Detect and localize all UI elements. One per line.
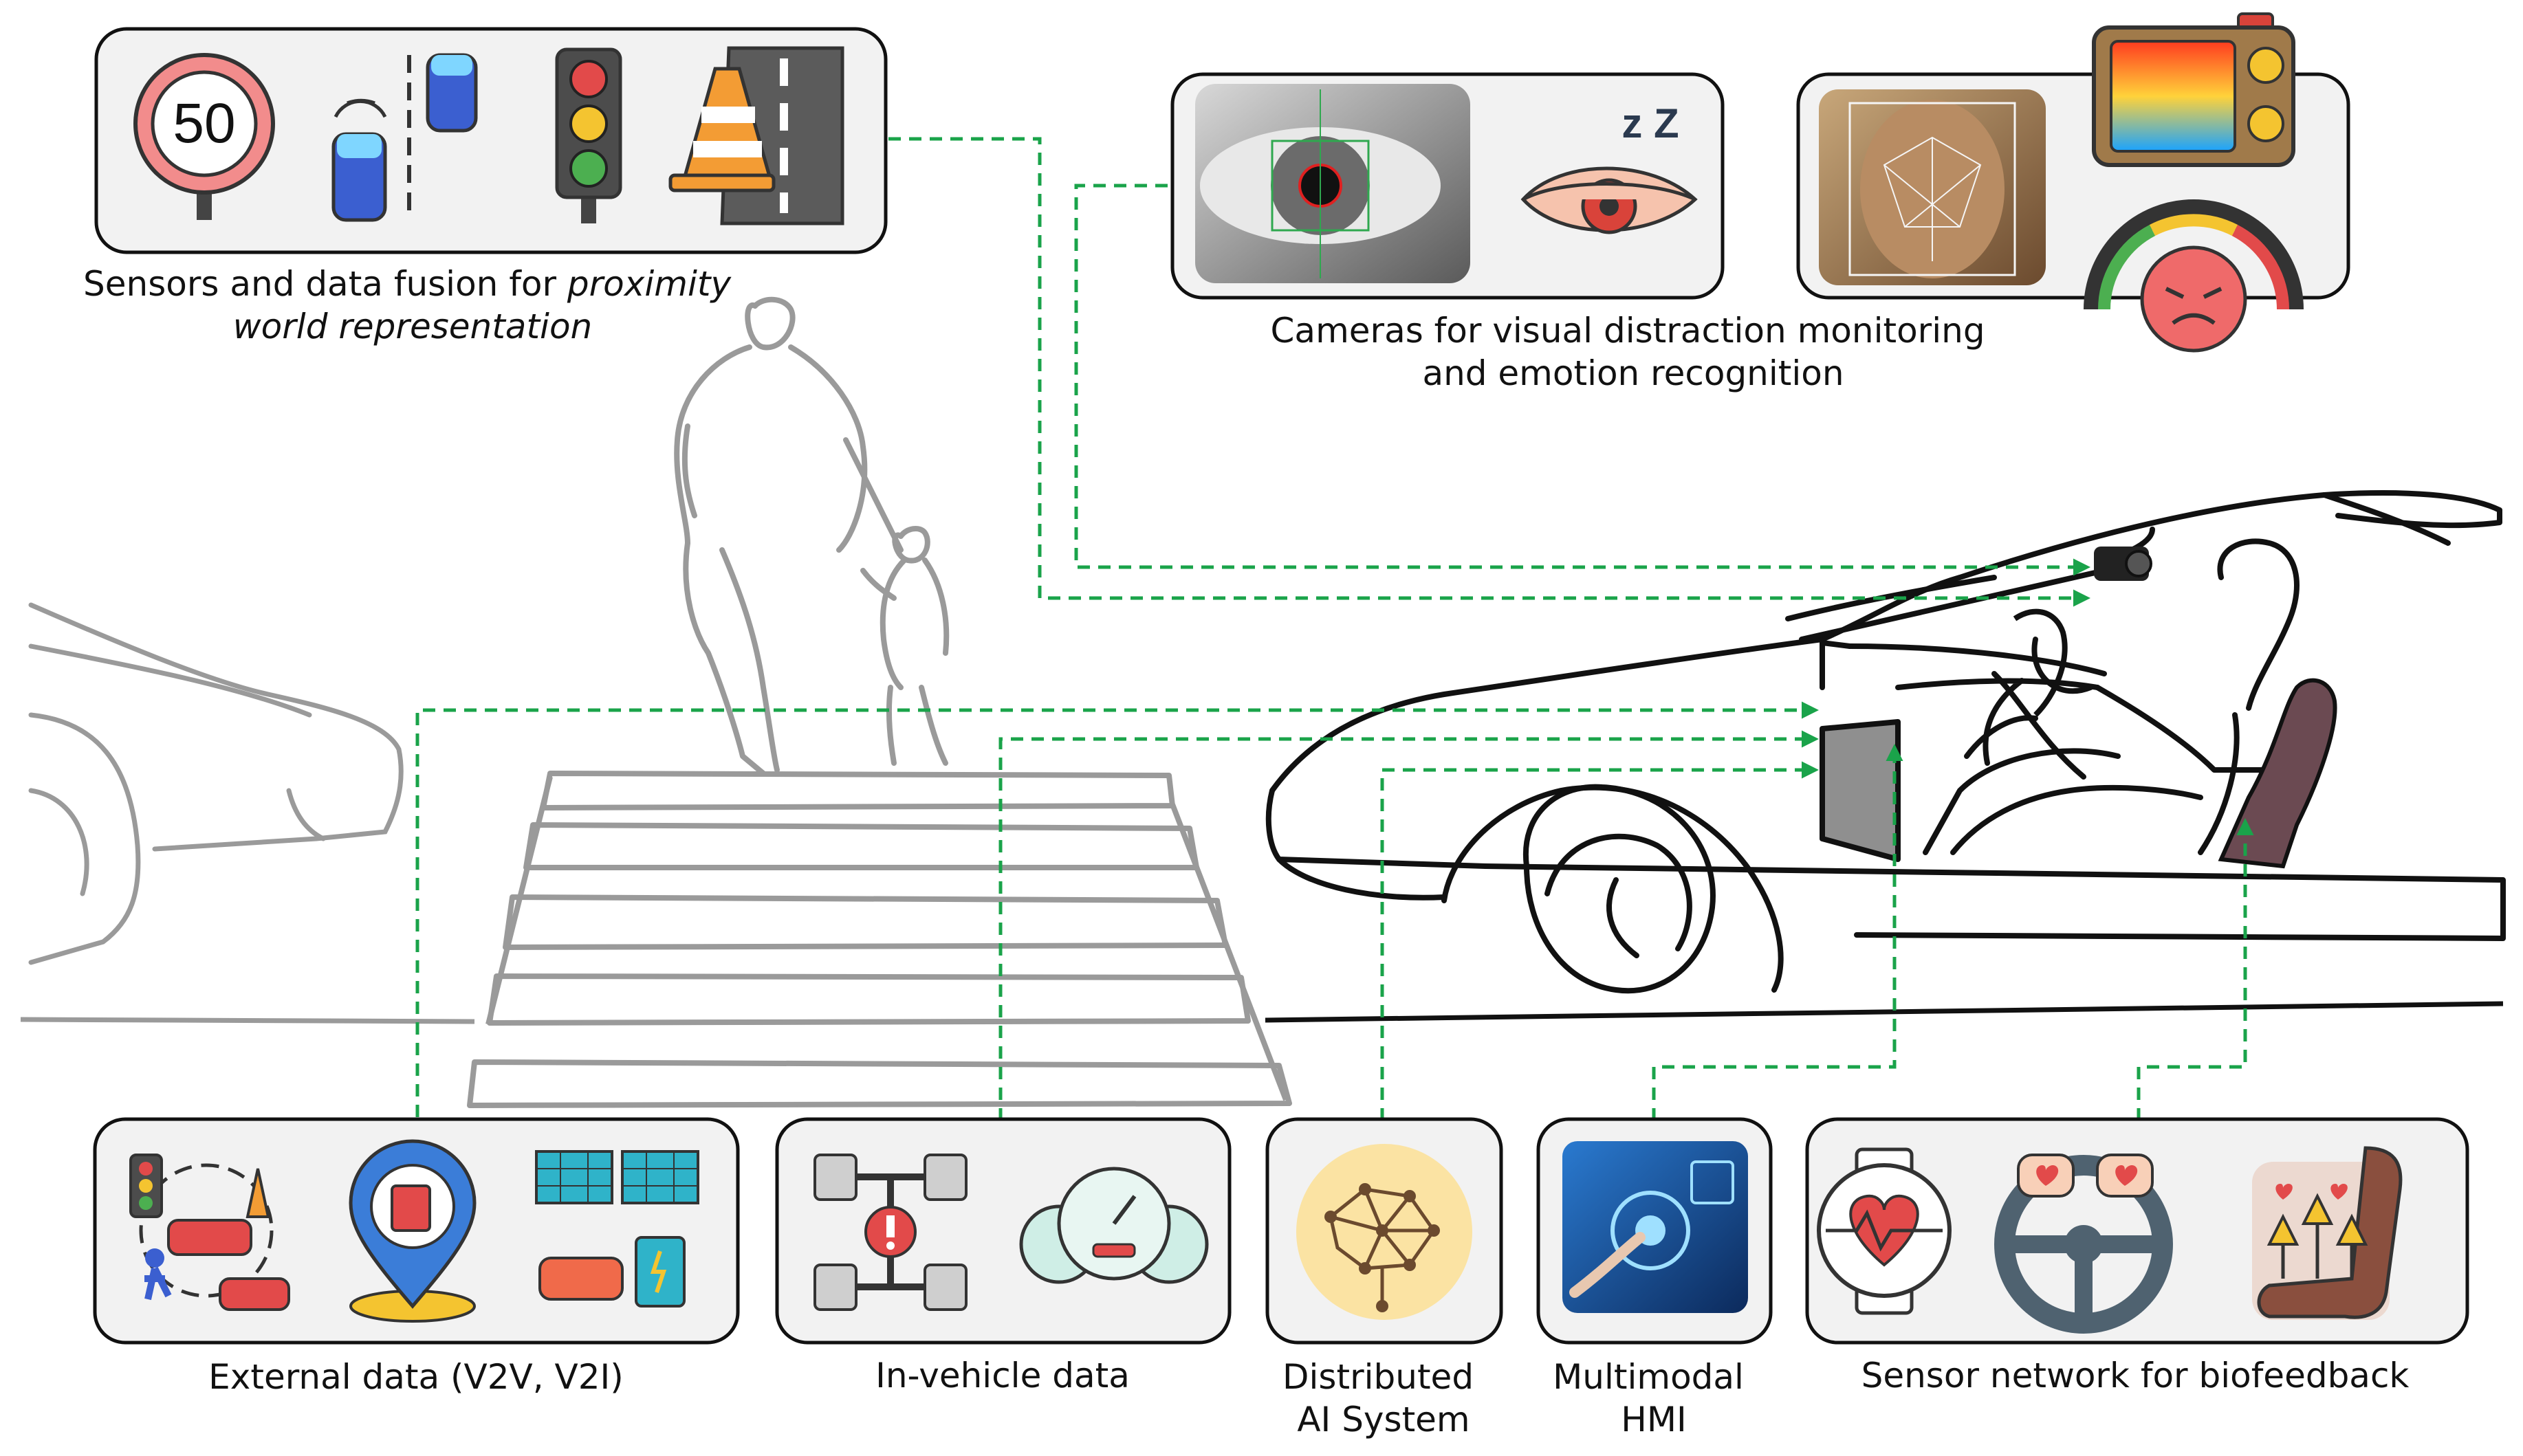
- crosswalk-sketch: [470, 773, 1289, 1105]
- traffic-light-icon: [557, 49, 620, 223]
- connector-biofeedback: [2139, 821, 2245, 1121]
- thermal-camera-icon: [2094, 14, 2293, 165]
- sleep-marks: z Z: [1621, 100, 1679, 146]
- charging-station-pin-icon: [351, 1141, 474, 1321]
- distributed-ai-caption-line1: Distributed: [1282, 1357, 1474, 1397]
- sensors-fusion-caption-line2: world representation: [233, 307, 592, 346]
- left-car-sketch: [31, 605, 401, 962]
- sensors-fusion-caption-italic: proximity: [567, 264, 732, 304]
- distributed-ai-caption-line2: AI System: [1297, 1400, 1470, 1440]
- driver-camera-icon: [2094, 547, 2151, 581]
- distributed-ai-caption: Distributed AI System: [1282, 1357, 1485, 1440]
- in-vehicle-caption: In-vehicle data: [875, 1356, 1130, 1396]
- cameras-caption: Cameras for visual distraction monitorin…: [1271, 311, 1996, 393]
- hmi-caption-line2: HMI: [1621, 1400, 1686, 1440]
- hmi-touch-photo: [1562, 1141, 1748, 1313]
- seat-heat-icon: [2252, 1148, 2401, 1320]
- sensors-fusion-caption-line1: Sensors and data fusion for: [83, 264, 567, 304]
- cameras-caption-line1: Cameras for visual distraction monitorin…: [1271, 311, 1985, 351]
- sensors-fusion-caption: Sensors and data fusion for proximity wo…: [83, 264, 742, 346]
- cameras-caption-line2: and emotion recognition: [1422, 353, 1844, 393]
- external-data-caption: External data (V2V, V2I): [208, 1357, 624, 1397]
- hmi-caption: Multimodal HMI: [1553, 1357, 1755, 1440]
- ai-brain-network-icon: [1296, 1144, 1472, 1320]
- face-mesh-photo: [1819, 89, 2046, 285]
- biofeedback-caption: Sensor network for biofeedback: [1861, 1356, 2410, 1396]
- road-line-right: [1265, 1004, 2503, 1020]
- speed-limit-value: 50: [173, 92, 235, 155]
- pedestrians-sketch: [677, 300, 946, 773]
- driver-seat: [2221, 681, 2335, 866]
- eye-tracking-photo: [1195, 84, 1470, 283]
- hmi-caption-line1: Multimodal: [1553, 1357, 1744, 1397]
- road-line-left: [21, 1019, 474, 1022]
